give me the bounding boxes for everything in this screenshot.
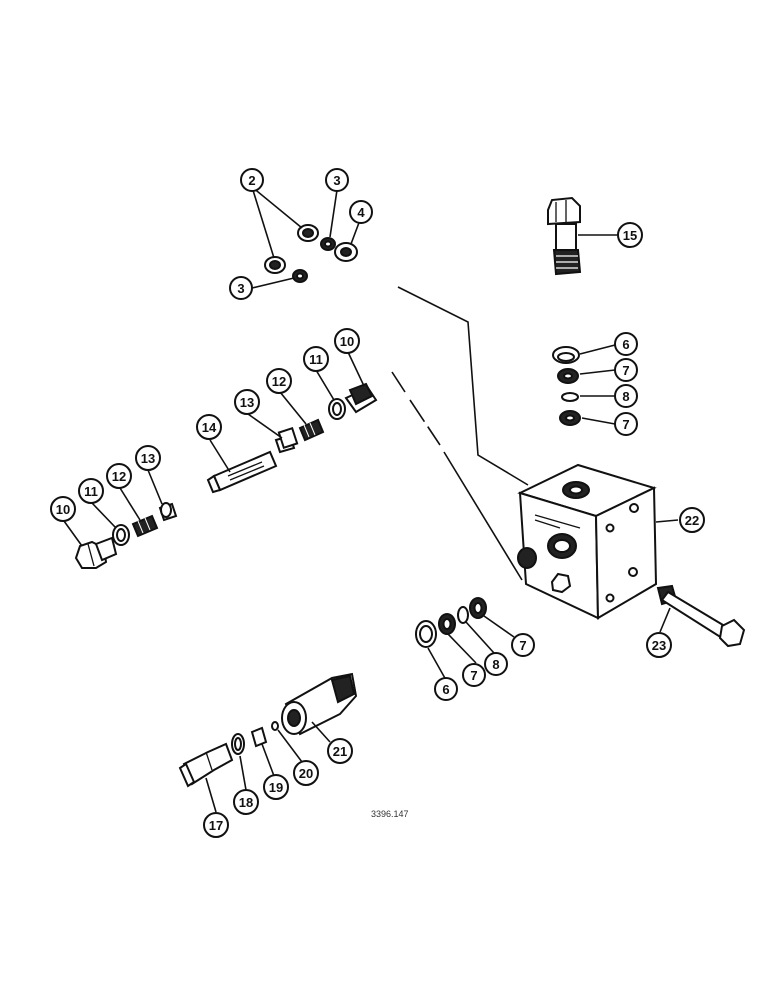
callout-label: 7 xyxy=(622,363,629,378)
callout-label: 23 xyxy=(652,638,666,653)
callout-3: 3 xyxy=(325,168,349,192)
fitting-15 xyxy=(547,196,582,276)
washer-group-top xyxy=(264,224,358,283)
callout-label: 8 xyxy=(492,657,499,672)
callout-11: 11 xyxy=(78,478,104,504)
callout-label: 11 xyxy=(84,484,98,499)
callout-label: 14 xyxy=(202,420,217,435)
callout-label: 6 xyxy=(442,682,449,697)
callout-label: 7 xyxy=(470,668,477,683)
callout-label: 7 xyxy=(622,417,629,432)
callout-label: 11 xyxy=(309,352,323,367)
plug-assembly-lower xyxy=(74,502,178,569)
callout-7: 7 xyxy=(614,358,638,382)
washer-stack-front xyxy=(415,597,487,648)
callout-11: 11 xyxy=(303,346,329,372)
callout-label: 3 xyxy=(237,281,244,296)
callout-8: 8 xyxy=(484,652,508,676)
callout-22: 22 xyxy=(679,507,705,533)
callout-label: 17 xyxy=(209,818,223,833)
leader-lines xyxy=(63,186,679,813)
callout-13: 13 xyxy=(234,389,260,415)
callout-12: 12 xyxy=(106,463,132,489)
fitting-assembly-lower xyxy=(178,672,358,788)
assembly-guide-lines xyxy=(391,286,529,581)
callout-17: 17 xyxy=(203,812,229,838)
spool-assembly-upper xyxy=(206,382,378,494)
callout-label: 20 xyxy=(299,766,313,781)
callout-label: 7 xyxy=(519,638,526,653)
callout-7: 7 xyxy=(511,633,535,657)
callout-label: 4 xyxy=(357,205,365,220)
washer-stack-right xyxy=(552,346,581,426)
callout-7: 7 xyxy=(614,412,638,436)
callout-14: 14 xyxy=(196,414,222,440)
callout-label: 10 xyxy=(56,502,70,517)
callout-label: 8 xyxy=(622,389,629,404)
callouts: 2 3 4 3 15 6 7 8 7 10 11 12 13 14 10 11 … xyxy=(50,168,705,838)
bolt-23 xyxy=(656,584,746,648)
callout-7: 7 xyxy=(462,663,486,687)
callout-6: 6 xyxy=(614,332,638,356)
callout-19: 19 xyxy=(263,774,289,800)
callout-15: 15 xyxy=(617,222,643,248)
callout-label: 12 xyxy=(112,469,126,484)
callout-4: 4 xyxy=(349,200,373,224)
callout-label: 22 xyxy=(685,513,699,528)
callout-label: 13 xyxy=(141,451,155,466)
callout-3: 3 xyxy=(229,276,253,300)
callout-label: 13 xyxy=(240,395,254,410)
callout-label: 18 xyxy=(239,795,253,810)
callout-21: 21 xyxy=(327,738,353,764)
drawing-reference-code: 3396.147 xyxy=(371,809,409,819)
callout-label: 12 xyxy=(272,374,286,389)
callout-6: 6 xyxy=(434,677,458,701)
callout-8: 8 xyxy=(614,384,638,408)
callout-18: 18 xyxy=(233,789,259,815)
valve-body-22 xyxy=(516,463,658,620)
callout-label: 6 xyxy=(622,337,629,352)
callout-20: 20 xyxy=(293,760,319,786)
callout-label: 21 xyxy=(333,744,347,759)
callout-2: 2 xyxy=(240,168,264,192)
callout-label: 2 xyxy=(248,173,255,188)
callout-10: 10 xyxy=(50,496,76,522)
callout-label: 10 xyxy=(340,334,354,349)
callout-label: 3 xyxy=(333,173,340,188)
callout-12: 12 xyxy=(266,368,292,394)
callout-13: 13 xyxy=(135,445,161,471)
callout-label: 15 xyxy=(623,228,637,243)
callout-10: 10 xyxy=(334,328,360,354)
callout-23: 23 xyxy=(646,632,672,658)
callout-label: 19 xyxy=(269,780,283,795)
